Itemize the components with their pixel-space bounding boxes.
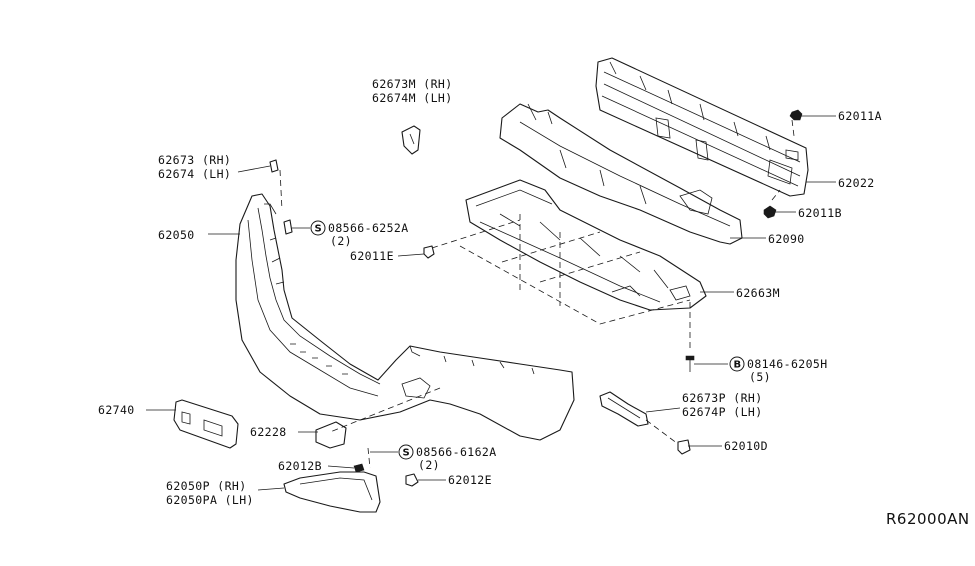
label-62012e: 62012E [448, 473, 492, 487]
label-62228: 62228 [250, 425, 287, 439]
label-62663m: 62663M [736, 286, 780, 300]
label-62673-rh: 62673 (RH) [158, 153, 231, 167]
label-62012b: 62012B [278, 459, 322, 473]
bolt-symbol-icon [729, 356, 745, 372]
bracket-62673m [401, 125, 421, 155]
label-62673p-rh: 62673P (RH) [682, 391, 763, 405]
label-62090: 62090 [768, 232, 805, 246]
bracket-62673 [269, 159, 279, 173]
screw-symbol-2-label: S [403, 448, 410, 459]
label-62011a: 62011A [838, 109, 882, 123]
label-62050: 62050 [158, 228, 195, 242]
screw-08566-6252a [283, 219, 293, 235]
label-62010d: 62010D [724, 439, 768, 453]
license-bracket-62740 [173, 399, 239, 449]
diagram-reference-code: R62000AN [886, 510, 970, 528]
bolt-symbol-label: B [734, 360, 742, 371]
leader-lines [146, 115, 836, 491]
label-62674p-lh: 62674P (LH) [682, 405, 763, 419]
label-62740: 62740 [98, 403, 135, 417]
screw-symbol-icon [310, 220, 326, 236]
bumper-fascia-62050 [235, 193, 575, 441]
label-62050pa-lh: 62050PA (LH) [166, 493, 254, 507]
clip-62010d [677, 439, 691, 455]
label-62050p-rh: 62050P (RH) [166, 479, 247, 493]
label-62673m-rh: 62673M (RH) [372, 77, 453, 91]
label-62674-lh: 62674 (LH) [158, 167, 231, 181]
label-qty-6162a: (2) [418, 458, 440, 472]
mounting-dashed-lines [279, 119, 795, 469]
fog-lamp-cover-62228 [315, 377, 431, 449]
bumper-reinforcement-62022 [595, 57, 809, 197]
label-62011e: 62011E [350, 249, 394, 263]
finisher-62050p [283, 471, 381, 513]
label-62011b: 62011B [798, 206, 842, 220]
energy-absorber-62090 [499, 103, 743, 245]
part-labels: 62673M (RH) 62674M (LH) 62011A 62673 (RH… [98, 77, 970, 528]
screw-symbol-2-icon [398, 444, 414, 460]
clip-62011e [423, 245, 435, 259]
label-62022: 62022 [838, 176, 875, 190]
label-08566-6162a: 08566-6162A [416, 445, 497, 459]
label-62674m-lh: 62674M (LH) [372, 91, 453, 105]
bolt-08146-6205h [685, 355, 695, 372]
label-qty-6252a: (2) [330, 234, 352, 248]
screw-symbol-label: S [315, 224, 322, 235]
clip-62012b [353, 463, 365, 473]
nut-62011a [789, 109, 803, 121]
bracket-62673p [599, 391, 649, 427]
clip-62012e [405, 473, 419, 487]
label-08146-6205h: 08146-6205H [747, 357, 828, 371]
label-qty-6205h: (5) [749, 370, 771, 384]
label-08566-6252a: 08566-6252A [328, 221, 409, 235]
